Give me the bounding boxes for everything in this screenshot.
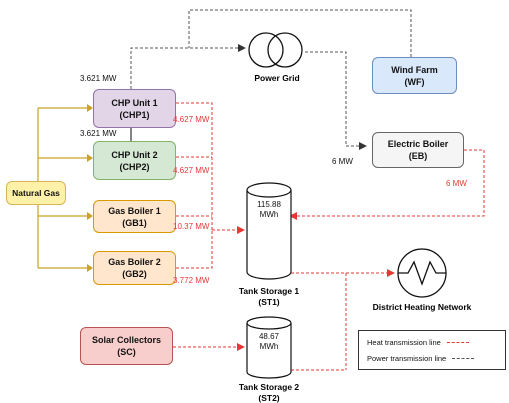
st2-code: (ST2) — [258, 393, 280, 403]
st1-code: (ST1) — [258, 297, 280, 307]
st1-name: Tank Storage 1 — [238, 286, 300, 296]
legend-power-row: Power transmission line — [367, 354, 475, 363]
st1-capacity: 115.88 — [257, 200, 281, 209]
chp-unit-1-node: CHP Unit 1 (CHP1) — [93, 89, 176, 128]
heat-exchanger-icon — [397, 248, 447, 298]
st2-name: Tank Storage 2 — [238, 382, 300, 392]
legend: Heat transmission line Power transmissio… — [358, 330, 506, 370]
natural-gas-node: Natural Gas — [6, 181, 66, 205]
legend-heat-row: Heat transmission line — [367, 338, 469, 347]
chp2-name: CHP Unit 2 — [111, 149, 158, 160]
eb-power-label: 6 MW — [332, 157, 353, 166]
st2-unit: MWh — [259, 342, 279, 351]
wind-farm-node: Wind Farm (WF) — [372, 57, 457, 94]
electric-boiler-node: Electric Boiler (EB) — [372, 132, 464, 168]
solar-code: (SC) — [117, 347, 136, 357]
gb1-code: (GB1) — [122, 217, 147, 228]
legend-heat-label: Heat transmission line — [367, 338, 441, 347]
chp1-heat-label: 4.627 MW — [173, 115, 210, 124]
gas-arrowheads — [87, 104, 93, 272]
gas-boiler-1-node: Gas Boiler 1 (GB1) — [93, 200, 176, 233]
eb-name: Electric Boiler — [387, 139, 449, 149]
wind-name: Wind Farm — [391, 64, 438, 75]
legend-heat-swatch — [446, 342, 469, 343]
chp1-power-label: 3.621 MW — [80, 74, 117, 83]
eb-code: (EB) — [408, 151, 428, 161]
legend-power-label: Power transmission line — [367, 354, 447, 363]
heat-lines — [173, 102, 485, 371]
natural-gas-label: Natural Gas — [12, 188, 60, 198]
tank-storage-2-shape — [246, 316, 292, 379]
gas-boiler-2-node: Gas Boiler 2 (GB2) — [93, 251, 176, 285]
wind-code: (WF) — [404, 76, 425, 87]
solar-collectors-node: Solar Collectors (SC) — [80, 327, 173, 365]
tank-storage-1-shape — [246, 182, 292, 280]
gb2-name: Gas Boiler 2 — [108, 257, 161, 267]
gb2-heat-label: 3.772 MW — [173, 276, 210, 285]
district-heating-label: District Heating Network — [372, 302, 472, 312]
eb-heat-label: 6 MW — [446, 179, 467, 188]
legend-power-swatch — [452, 358, 475, 359]
chp2-power-label: 3.621 MW — [80, 129, 117, 138]
chp1-code: (CHP1) — [119, 109, 150, 120]
power-grid-icon — [248, 32, 303, 68]
gb1-name: Gas Boiler 1 — [108, 205, 161, 216]
st1-unit: MWh — [259, 210, 279, 219]
power-grid-label: Power Grid — [254, 73, 300, 83]
gas-supply-lines — [37, 107, 87, 269]
chp2-heat-label: 4.627 MW — [173, 166, 210, 175]
solar-name: Solar Collectors — [91, 335, 162, 345]
chp-unit-2-node: CHP Unit 2 (CHP2) — [93, 141, 176, 180]
gb1-heat-label: 10.37 MW — [173, 222, 210, 231]
gb2-code: (GB2) — [122, 269, 147, 279]
st2-capacity: 48.67 — [258, 332, 280, 341]
chp2-code: (CHP2) — [119, 161, 150, 172]
power-lines — [130, 9, 412, 150]
chp1-name: CHP Unit 1 — [111, 97, 158, 108]
